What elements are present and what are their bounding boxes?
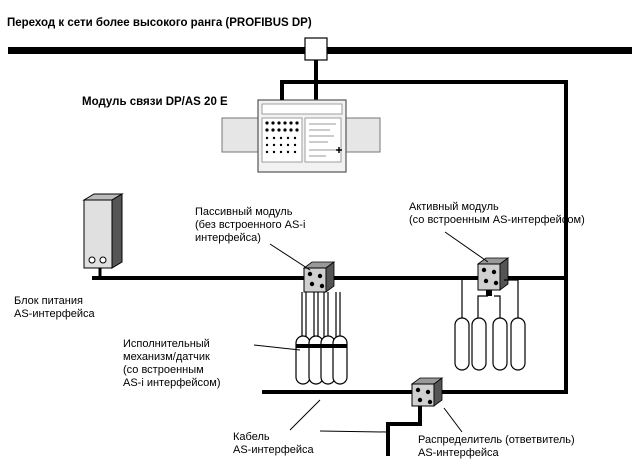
module-to-network-line	[280, 80, 568, 394]
module-title: Модуль связи DP/AS 20 E	[82, 96, 228, 108]
distributor-branch-cable	[386, 404, 422, 456]
power-supply-label: Блок питания AS-интерфейса	[14, 295, 95, 320]
distributor-t-piece	[410, 377, 444, 407]
cable-label: Кабель AS-интерфейса	[233, 431, 314, 456]
passive-sensor-bands	[296, 344, 347, 348]
active-module	[476, 257, 510, 296]
distributor-label: Распределитель (ответвитель) AS-интерфей…	[418, 434, 575, 459]
passive-module-wires	[301, 292, 341, 340]
top-title: Переход к сети более высокого ранга (PRO…	[7, 17, 312, 29]
bus-connector-box	[304, 37, 328, 61]
power-supply-unit	[82, 193, 124, 278]
leader-lines	[253, 231, 489, 433]
active-module-wires	[461, 277, 519, 322]
dp-as-link-module	[221, 99, 381, 173]
passive-module	[302, 261, 336, 293]
active-sensors	[454, 317, 526, 371]
actuator-label: Исполнительный механизм/датчик (со встро…	[123, 338, 221, 389]
active-module-label: Активный модуль (со встроенным AS-интерф…	[409, 201, 585, 226]
passive-sensors	[295, 335, 348, 385]
passive-module-label: Пассивный модуль (без встроенного AS-i и…	[195, 206, 306, 244]
